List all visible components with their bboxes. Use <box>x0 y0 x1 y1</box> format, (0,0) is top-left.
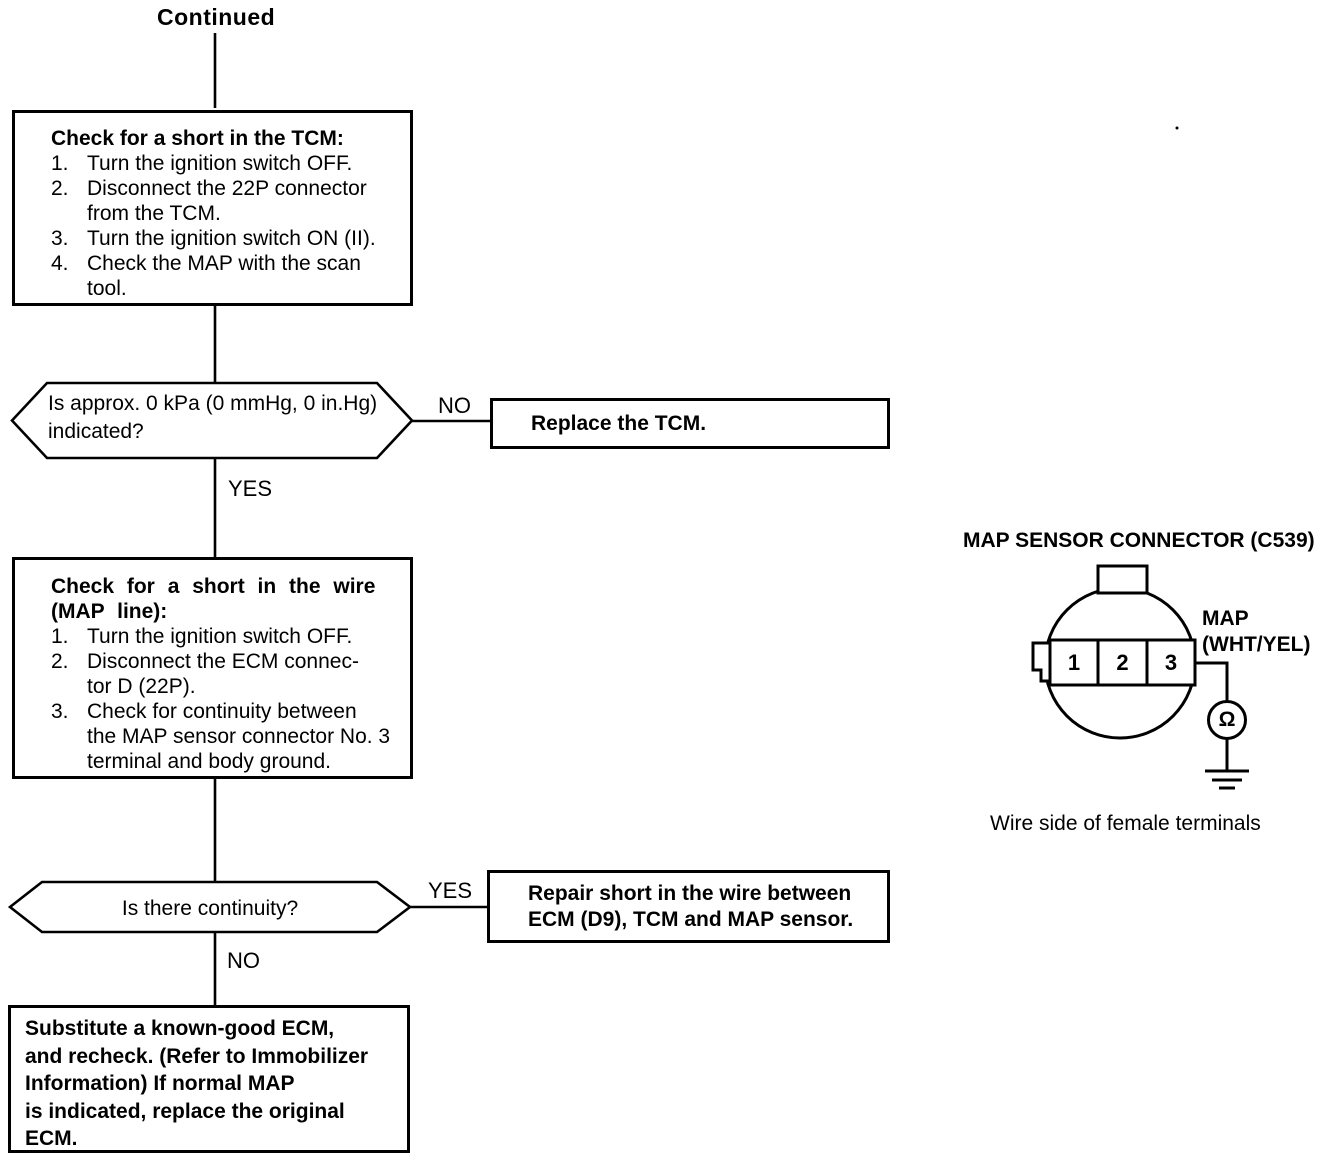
connector-diagram-caption: Wire side of female terminals <box>990 812 1261 835</box>
decision-map-question: Is approx. 0 kPa (0 mmHg, 0 in.Hg) indic… <box>48 392 378 443</box>
step-item: 2. Disconnect the 22P connector from the… <box>51 177 367 225</box>
decision-continuity-shape <box>7 880 413 934</box>
decision-continuity-yes-label: YES <box>428 878 473 903</box>
terminal-3: 3 <box>1164 649 1178 675</box>
process-box-check-tcm: Check for a short in the TCM: 1. Turn th… <box>12 110 413 306</box>
decision-continuity-no-label: NO <box>227 948 260 973</box>
terminal-2: 2 <box>1116 649 1129 675</box>
ground-icon <box>1205 769 1249 790</box>
process-title: Check for a short in the TCM: <box>51 127 344 150</box>
step-item: 1. Turn the ignition switch OFF. <box>51 625 353 648</box>
action-box-repair-short: Repair short in the wire between ECM (D9… <box>487 870 890 943</box>
connector-diagram-title: MAP SENSOR CONNECTOR (C539) <box>963 529 1315 552</box>
continued-label: Continued <box>157 4 276 30</box>
terminal-1: 1 <box>1067 649 1081 675</box>
process-box-check-wire: Check for a short in the wire (MAP line)… <box>12 557 413 779</box>
connector-top-tab <box>1096 564 1149 595</box>
step-item: 2. Disconnect the ECM connec- tor D (22P… <box>51 650 359 698</box>
action-text: Repair short in the wire between ECM (D9… <box>528 881 854 931</box>
ohmmeter-symbol: Ω <box>1218 708 1236 731</box>
map-sensor-connector-drawing <box>1031 564 1249 790</box>
connector-left-notch <box>1031 641 1050 683</box>
step-item: 3. Check for continuity between the MAP … <box>51 700 391 773</box>
terminal-row <box>1048 638 1197 687</box>
test-wire <box>1196 661 1229 770</box>
step-item: 1. Turn the ignition switch OFF. <box>51 152 353 175</box>
process-title: Check for a short in the wire (MAP line)… <box>51 575 376 623</box>
action-text: Substitute a known-good ECM, and recheck… <box>25 1017 369 1150</box>
action-box-substitute-ecm: Substitute a known-good ECM, and recheck… <box>8 1005 410 1153</box>
decision-map-shape <box>10 381 414 460</box>
decision-map-yes-label: YES <box>228 476 273 501</box>
action-text: Replace the TCM. <box>531 411 707 435</box>
scan-speck <box>1175 126 1179 130</box>
wire-color-label: MAP (WHT/YEL) <box>1202 607 1311 656</box>
action-box-replace-tcm: Replace the TCM. <box>490 398 890 449</box>
flow-connector-lines <box>213 33 490 1005</box>
step-item: 3. Turn the ignition switch ON (II). <box>51 227 376 250</box>
ohmmeter-icon <box>1207 700 1247 740</box>
decision-map-no-label: NO <box>438 393 471 418</box>
decision-continuity-question: Is there continuity? <box>121 897 299 920</box>
step-item: 4. Check the MAP with the scan tool. <box>51 252 361 300</box>
